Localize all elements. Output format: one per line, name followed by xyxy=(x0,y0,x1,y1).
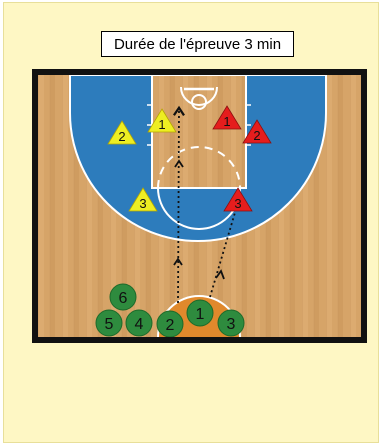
yellow-defender-2-label: 2 xyxy=(118,129,125,144)
player-1-label: 1 xyxy=(196,306,205,323)
player-circle-4: 4 xyxy=(125,309,153,337)
free-throw-circle-top xyxy=(157,146,241,189)
arrow-chevrons xyxy=(173,159,225,280)
lane-hash-marks xyxy=(147,104,251,146)
player-3-label: 3 xyxy=(227,316,236,333)
player-4-label: 4 xyxy=(135,316,144,333)
yellow-defender-3: 3 xyxy=(128,187,158,212)
movement-arrows xyxy=(172,105,244,304)
drill-title: Durée de l'épreuve 3 min xyxy=(101,31,294,57)
player-5-label: 5 xyxy=(105,316,114,333)
arrow-player2-to-yellow1 xyxy=(172,105,185,304)
red-defender-3: 3 xyxy=(223,187,253,212)
yellow-defender-3-label: 3 xyxy=(139,196,146,211)
player-circle-6: 6 xyxy=(109,283,137,311)
player-6-label: 6 xyxy=(119,290,128,307)
red-team: 1 2 3 xyxy=(212,105,272,212)
player-2-label: 2 xyxy=(166,317,175,334)
basketball-court-diagram: 2 1 3 1 2 xyxy=(38,75,361,337)
yellow-triangle-icon xyxy=(107,120,137,145)
yellow-defender-1: 1 xyxy=(147,108,177,133)
red-defender-3-label: 3 xyxy=(234,196,241,211)
arrow-player1-to-red3 xyxy=(209,195,244,298)
yellow-team: 2 1 3 xyxy=(107,108,177,212)
yellow-defender-1-label: 1 xyxy=(158,117,165,132)
red-defender-1-label: 1 xyxy=(223,114,230,129)
yellow-triangle-icon xyxy=(147,108,177,133)
red-triangle-icon xyxy=(242,119,272,144)
player-circle-2: 2 xyxy=(156,310,184,337)
player-circle-3: 3 xyxy=(217,309,245,337)
drill-sheet: Durée de l'épreuve 3 min xyxy=(3,2,379,443)
player-circle-1: 1 xyxy=(186,299,214,327)
yellow-triangle-icon xyxy=(128,187,158,212)
court-frame: 2 1 3 1 2 xyxy=(32,69,367,343)
player-circle-5: 5 xyxy=(95,309,123,337)
red-defender-1: 1 xyxy=(212,105,242,130)
red-defender-2-label: 2 xyxy=(253,128,260,143)
waiting-players: 6 5 4 2 1 xyxy=(95,283,245,337)
basket-hoop xyxy=(191,94,207,110)
red-triangle-icon xyxy=(212,105,242,130)
red-triangle-icon xyxy=(223,187,253,212)
red-defender-2: 2 xyxy=(242,119,272,144)
restricted-area-arc xyxy=(180,86,218,106)
yellow-defender-2: 2 xyxy=(107,120,137,145)
